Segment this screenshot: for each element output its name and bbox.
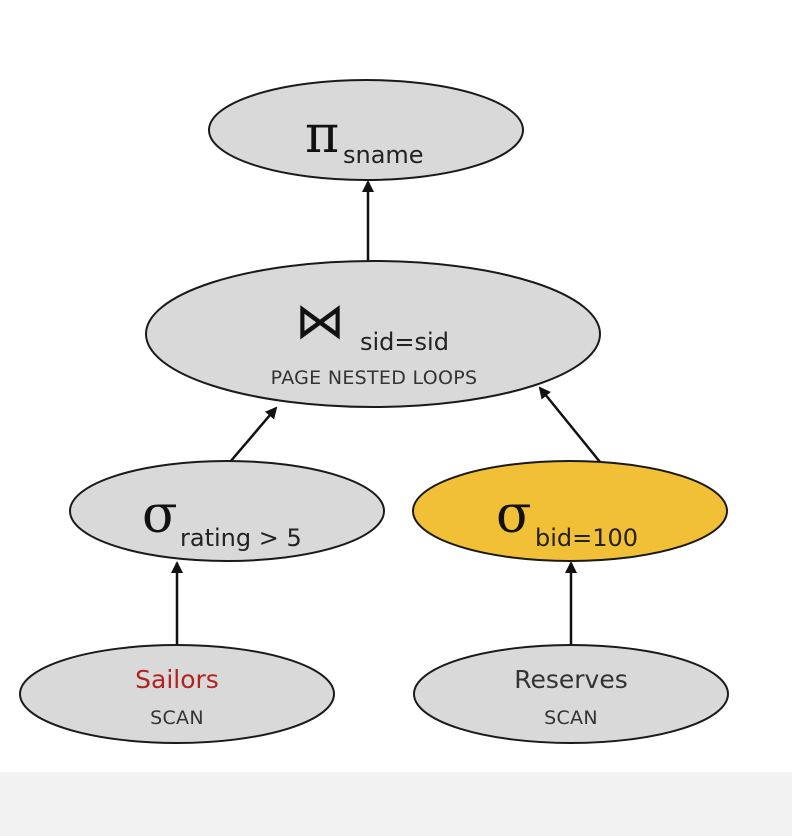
select-bid-symbol: σ [496, 485, 532, 545]
select-rating-ellipse [69, 460, 385, 562]
edge-join-from-select-bid [538, 386, 601, 463]
edge-join-from-select-rating [229, 406, 278, 463]
reserves-scan-node: Reserves SCAN [413, 644, 729, 744]
projection-ellipse [208, 79, 524, 181]
edges [171, 180, 601, 646]
sailors-ellipse [19, 644, 335, 744]
bottom-band [0, 772, 792, 836]
sailors-relation-name: Sailors [135, 665, 219, 694]
reserves-ellipse [413, 644, 729, 744]
projection-symbol: π [305, 105, 339, 165]
select-rating-node: σ rating > 5 [69, 460, 385, 562]
join-ellipse [145, 260, 601, 408]
sailors-scan-node: Sailors SCAN [19, 644, 335, 744]
sailors-access-method: SCAN [150, 707, 204, 729]
select-bid-ellipse [412, 460, 728, 562]
join-method-label: PAGE NESTED LOOPS [271, 367, 478, 389]
select-bid-node: σ bid=100 [412, 460, 728, 562]
reserves-relation-name: Reserves [514, 665, 628, 694]
join-symbol: ⋈ [295, 292, 345, 350]
select-rating-symbol: σ [142, 485, 178, 545]
projection-subscript: sname [343, 141, 424, 169]
select-bid-subscript: bid=100 [535, 524, 638, 552]
projection-node: π sname [208, 79, 524, 181]
select-rating-subscript: rating > 5 [180, 524, 302, 552]
join-node: ⋈ sid=sid PAGE NESTED LOOPS [145, 260, 601, 408]
join-subscript: sid=sid [360, 328, 449, 356]
reserves-access-method: SCAN [544, 707, 598, 729]
